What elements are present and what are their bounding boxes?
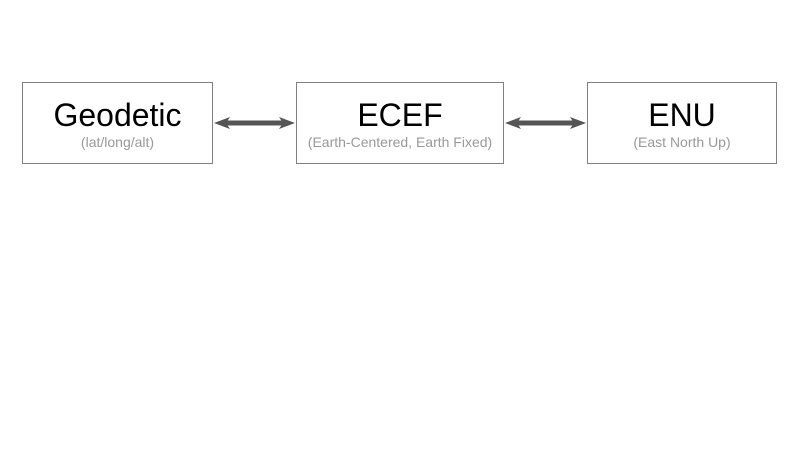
node-enu-title: ENU xyxy=(648,96,716,133)
node-enu: ENU (East North Up) xyxy=(587,82,777,164)
node-ecef: ECEF (Earth-Centered, Earth Fixed) xyxy=(296,82,504,164)
node-geodetic-subtitle: (lat/long/alt) xyxy=(80,133,155,150)
node-geodetic: Geodetic (lat/long/alt) xyxy=(22,82,213,164)
node-enu-subtitle: (East North Up) xyxy=(633,133,731,150)
node-ecef-title: ECEF xyxy=(357,96,443,133)
node-ecef-subtitle: (Earth-Centered, Earth Fixed) xyxy=(307,133,493,150)
node-geodetic-title: Geodetic xyxy=(53,96,182,133)
double-arrow-icon xyxy=(505,117,586,129)
double-arrow-icon xyxy=(214,117,295,129)
